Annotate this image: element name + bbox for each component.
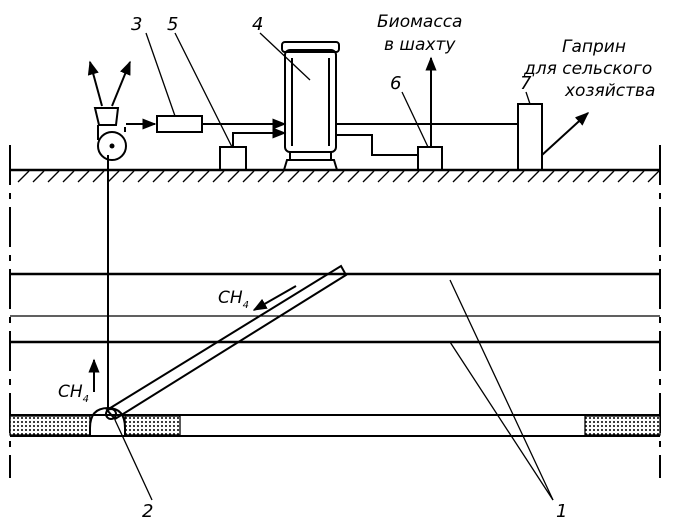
label-5: 5: [167, 14, 178, 35]
ground-hatch-mark: [392, 170, 405, 183]
ground-hatch-mark: [347, 170, 360, 183]
ground-hatch-mark: [62, 170, 75, 183]
ground-hatch-mark: [167, 170, 180, 183]
ground-hatch-mark: [227, 170, 240, 183]
ground-hatch-mark: [212, 170, 225, 183]
ground-hatch-mark: [122, 170, 135, 183]
ground-hatch-mark: [542, 170, 555, 183]
unit-3-conditioner: [126, 32, 287, 133]
ground-hatch-mark: [377, 170, 390, 183]
ground-hatch-mark: [362, 170, 375, 183]
ground-hatch-mark: [587, 170, 600, 183]
ground-hatch-mark: [92, 170, 105, 183]
ground-hatch-mark: [572, 170, 585, 183]
unit-4-bioreactor: [259, 32, 340, 171]
svg-text:CH4: CH4: [58, 382, 89, 405]
backfill-middle: [124, 415, 181, 436]
ground-hatch-mark: [482, 170, 495, 183]
ground-hatch-mark: [302, 170, 315, 183]
ground-hatch-mark: [647, 170, 660, 183]
label-1: 1: [556, 501, 567, 520]
ground-hatch-mark: [257, 170, 270, 183]
ground-hatch-mark: [452, 170, 465, 183]
ground-hatch-mark: [617, 170, 630, 183]
ground-hatch-mark: [17, 170, 30, 183]
vacuum-pump: [93, 107, 127, 161]
label-6: 6: [390, 73, 401, 94]
label-3: 3: [131, 14, 142, 35]
ground-hatch-mark: [632, 170, 645, 183]
ground-hatch-mark: [197, 170, 210, 183]
ground-hatch-mark: [422, 170, 435, 183]
ground-hatch-mark: [242, 170, 255, 183]
pump-exhaust-arrows: [87, 60, 131, 107]
bioreactor-outlet-pipe: [336, 134, 418, 156]
unit-5: [174, 32, 287, 171]
ground-hatch-mark: [407, 170, 420, 183]
rock-layers: [10, 272, 660, 344]
ground-hatch-mark: [287, 170, 300, 183]
gaprin-caption-line1: Гаприн: [562, 37, 626, 57]
unit-7-dryer: [517, 91, 590, 171]
ground-hatch-mark: [527, 170, 540, 183]
backfill-right: [584, 415, 661, 436]
ground-hatch-mark: [437, 170, 450, 183]
label-2: 2: [142, 501, 153, 520]
ground-hatch-mark: [32, 170, 45, 183]
ground-hatch-mark: [152, 170, 165, 183]
inclined-borehole: [105, 264, 348, 421]
label-7: 7: [520, 73, 532, 94]
gaprin-caption-line2: для сельского: [523, 59, 652, 79]
ground-hatch-mark: [497, 170, 510, 183]
ground-hatch-mark: [512, 170, 525, 183]
ground-hatch-mark: [47, 170, 60, 183]
ground-hatch-mark: [467, 170, 480, 183]
biomass-caption-line2: в шахту: [384, 35, 456, 55]
ground-hatch-mark: [182, 170, 195, 183]
methane-flow-arrow-borehole: [252, 285, 297, 311]
backfill-left: [9, 415, 91, 436]
ground-hatch-mark: [137, 170, 150, 183]
worked-seam: [9, 406, 661, 437]
unit-6-separator: [401, 56, 443, 171]
biomass-caption-line1: Биомасса: [377, 12, 462, 32]
ground-hatch-mark: [602, 170, 615, 183]
ground-hatch-mark: [557, 170, 570, 183]
ch4-label-borehole: CH4: [218, 288, 249, 311]
ground-hatch-mark: [332, 170, 345, 183]
label-4: 4: [252, 14, 263, 35]
ground-hatch-mark: [317, 170, 330, 183]
ground-hatch-mark: [77, 170, 90, 183]
ch4-label-vertical: CH4: [58, 382, 89, 405]
leader-lines: [114, 279, 554, 501]
ground-hatch-mark: [272, 170, 285, 183]
svg-text:CH4: CH4: [218, 288, 249, 311]
ground-hatch-mark: [107, 170, 120, 183]
gaprin-caption-line3: хозяйства: [564, 81, 655, 101]
